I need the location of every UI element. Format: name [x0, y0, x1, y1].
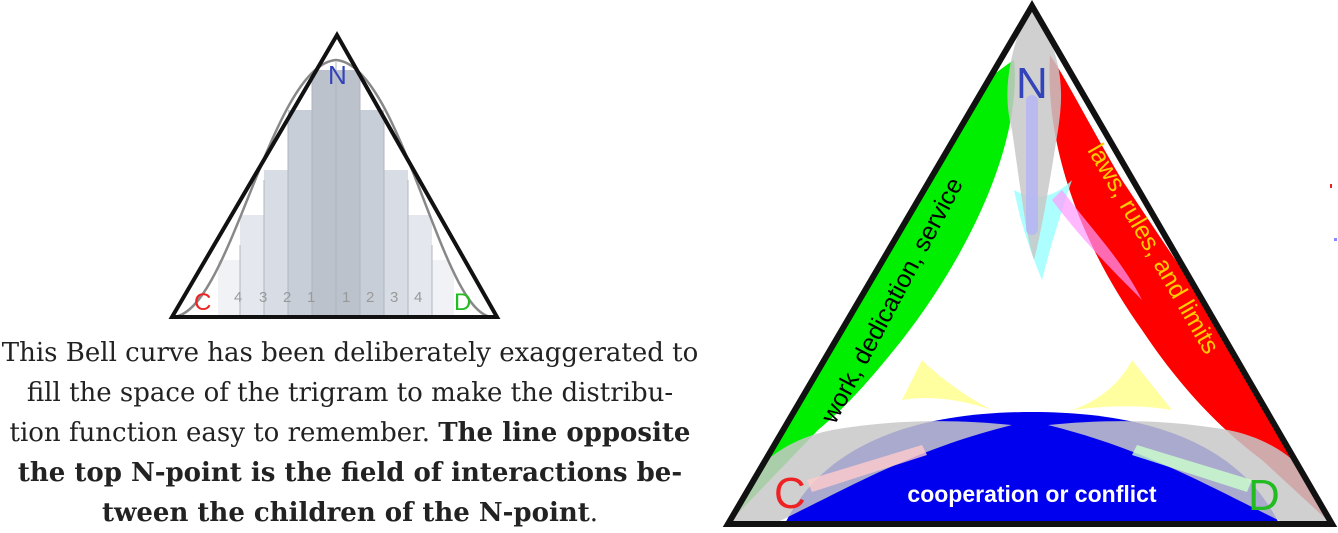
trigram-band-diagram: N C D work, dedication, service laws, ru… — [722, 0, 1338, 527]
caption-line: fill the space of the trigram to make th… — [26, 378, 674, 408]
column-shade — [312, 70, 336, 317]
column-shade — [360, 110, 384, 317]
column-number: 3 — [259, 289, 267, 306]
caption-text: This Bell curve has been deliberately ex… — [0, 333, 700, 533]
yellow-overlap-left — [902, 360, 992, 410]
left-connector — [807, 445, 927, 492]
yellow-overlap-right — [1072, 360, 1172, 410]
column-number: 4 — [234, 289, 242, 306]
left-peak-label: N — [328, 60, 347, 90]
caption-period: . — [589, 498, 599, 528]
column-shade — [432, 260, 454, 317]
column-shade — [288, 110, 312, 317]
column-number: 3 — [390, 289, 398, 306]
column-number: 2 — [283, 289, 291, 306]
right-connector — [1132, 445, 1252, 492]
caption-line: tween the children of the N-point. — [0, 493, 700, 533]
top-connector — [1026, 95, 1038, 235]
blue-edge-mark — [1334, 238, 1337, 241]
edge-marks — [1330, 184, 1337, 241]
column-number-labels: 4 3 2 1 1 2 3 4 — [234, 289, 422, 306]
column-shade — [384, 170, 408, 317]
bell-curve-columns — [218, 70, 454, 317]
gray-left-lobe — [728, 421, 1012, 524]
gray-right-lobe — [1048, 421, 1332, 524]
left-corner-c-label: C — [194, 289, 211, 316]
column-shade — [336, 70, 360, 317]
red-edge-mark — [1330, 184, 1332, 188]
left-triangle-outline — [168, 30, 501, 319]
column-shade — [408, 215, 432, 317]
caption-bold: the top N-point is the field of interact… — [17, 458, 683, 488]
caption-line: tion function easy to remember. The line… — [0, 413, 700, 453]
blue-band-label: cooperation or conflict — [907, 481, 1157, 507]
column-shade — [264, 170, 288, 317]
column-shade — [218, 260, 240, 317]
caption-bold: The line opposite — [438, 418, 691, 448]
caption-line: This Bell curve has been deliberately ex… — [1, 338, 699, 368]
bell-curve-mask-right — [336, 60, 495, 317]
column-dividers — [239, 62, 433, 317]
caption-plain: tion function easy to remember. — [9, 418, 430, 448]
column-number: 1 — [307, 289, 315, 306]
trigram-top-label: N — [1016, 59, 1048, 108]
bell-curve-triangle-diagram: N C D 4 3 2 1 1 2 3 4 — [168, 30, 501, 319]
trigram-left-label: C — [774, 469, 806, 518]
right-triangle-outline — [722, 0, 1338, 527]
pink-overlap — [1052, 190, 1142, 300]
bell-curve-line — [171, 58, 494, 319]
column-number: 1 — [342, 289, 350, 306]
column-number: 2 — [366, 289, 374, 306]
caption-bold: tween the children of the N-point — [101, 498, 590, 528]
column-shade — [240, 215, 264, 317]
caption-line: the top N-point is the field of interact… — [0, 453, 700, 493]
left-corner-d-label: D — [454, 289, 471, 316]
column-number: 4 — [414, 289, 422, 306]
trigram-right-label: D — [1248, 471, 1280, 520]
